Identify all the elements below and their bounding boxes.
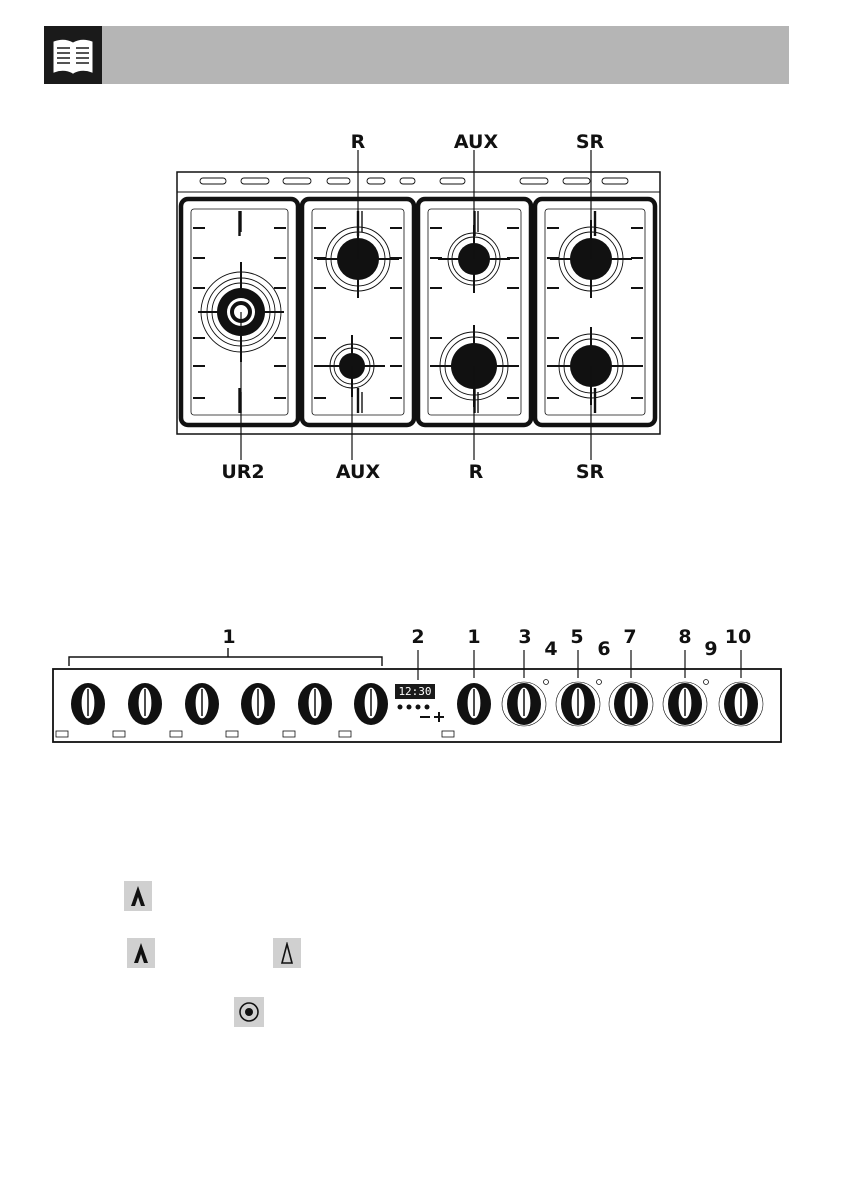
callout-6: 6 xyxy=(594,640,614,659)
burner-label-top-r: R xyxy=(346,133,370,152)
timer-button-dot xyxy=(425,705,430,710)
callout-4: 4 xyxy=(541,640,561,659)
callout-5: 5 xyxy=(567,628,587,647)
callout-1-bracket xyxy=(69,657,382,666)
flame-max-icon xyxy=(124,881,152,911)
flame-min-icon xyxy=(273,938,301,968)
callout-7: 7 xyxy=(620,628,640,647)
callout-2-timer: 2 xyxy=(408,628,428,647)
timer-display: 12:30 xyxy=(395,684,435,699)
callout-3: 3 xyxy=(515,628,535,647)
burner-label-bottom-r: R xyxy=(465,463,487,482)
callout-1-burner-knobs: 1 xyxy=(219,628,239,647)
callout-8: 8 xyxy=(675,628,695,647)
burner-label-top-sr: SR xyxy=(568,133,612,152)
flame-max-icon xyxy=(127,938,155,968)
timer-button-dot xyxy=(416,705,421,710)
callout-9: 9 xyxy=(701,640,721,659)
timer-plus-button xyxy=(438,712,440,722)
burner-label-bottom-aux: AUX xyxy=(330,463,386,482)
callout-10: 10 xyxy=(722,628,754,647)
burner-label-bottom-ur2: UR2 xyxy=(218,463,268,482)
timer-button-dot xyxy=(398,705,403,710)
burner-label-bottom-sr: SR xyxy=(568,463,612,482)
timer-minus-button xyxy=(420,716,430,718)
callout-1-single-knob: 1 xyxy=(464,628,484,647)
burner-label-top-aux: AUX xyxy=(446,133,506,152)
timer-button-dot xyxy=(407,705,412,710)
ignition-dot-icon xyxy=(234,997,264,1027)
